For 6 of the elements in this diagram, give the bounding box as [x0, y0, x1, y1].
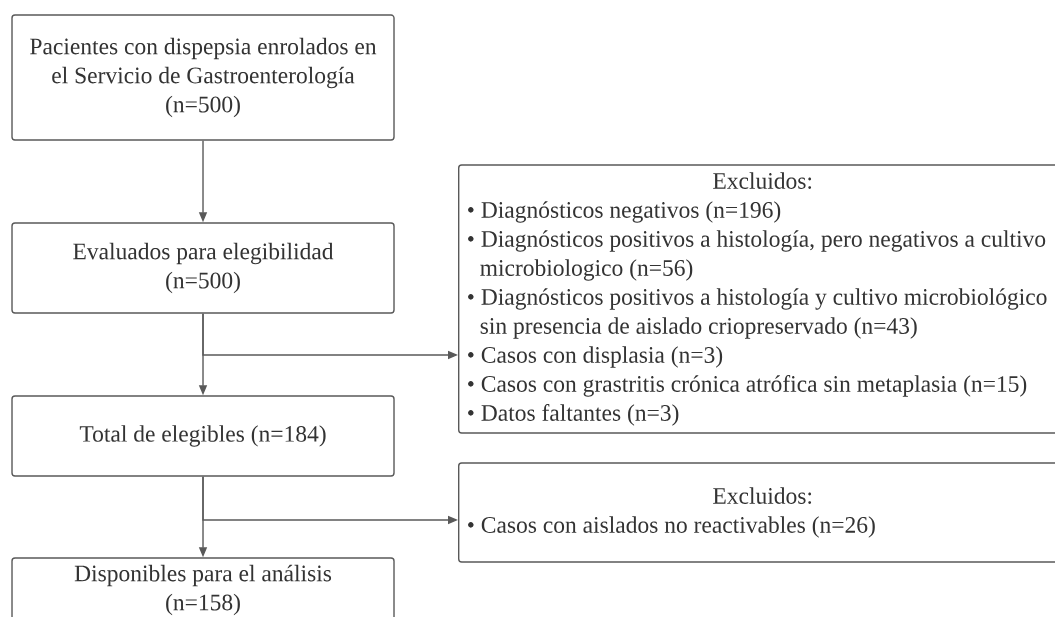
process-box: Evaluados para elegibilidad (n=500): [11, 222, 395, 314]
process-box: Pacientes con dispepsia enrolados en el Servicio de Gastroenterología (n=500): [11, 14, 395, 141]
process-box: Total de elegibles (n=184): [11, 395, 395, 477]
exclusion-box: Excluidos: • Diagnósticos negativos (n=196) • Diagnósticos positivos a histología, pero negativos a cultivo microbiologico (n=56) • Diagnósticos positivos a histología y cultivo microbiológico sin presencia de aislado criopreservado (n=43) • Casos con displasia (n=3) • Casos con grastritis crónica atrófica sin metaplasia (n=15) • Datos faltantes (n=3): [458, 164, 1055, 434]
process-box: Disponibles para el análisis (n=158): [11, 557, 395, 617]
exclusion-box: Excluidos: • Casos con aislados no reactivables (n=26): [458, 462, 1055, 563]
